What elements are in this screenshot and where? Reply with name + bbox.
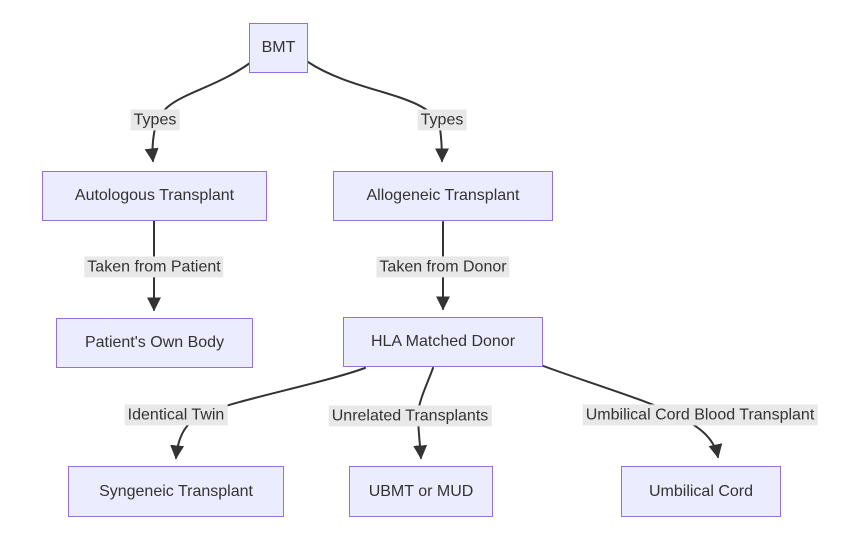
edge-label-types-right: Types bbox=[417, 109, 467, 131]
node-umbilical-cord: Umbilical Cord bbox=[621, 466, 781, 517]
edge-label-taken-from-donor: Taken from Donor bbox=[376, 256, 510, 278]
node-allogeneic-transplant: Allogeneic Transplant bbox=[333, 171, 553, 221]
node-syngeneic-transplant: Syngeneic Transplant bbox=[68, 466, 284, 517]
node-bmt: BMT bbox=[249, 23, 308, 73]
edge-label-identical-twin: Identical Twin bbox=[124, 404, 228, 426]
edge-label-umbilical-cord-blood-transplant: Umbilical Cord Blood Transplant bbox=[582, 404, 818, 426]
edge-label-unrelated-transplants: Unrelated Transplants bbox=[328, 405, 492, 427]
node-hla-matched-donor: HLA Matched Donor bbox=[343, 317, 543, 367]
node-patients-own-body: Patient's Own Body bbox=[56, 318, 253, 368]
edge-label-types-left: Types bbox=[130, 109, 180, 131]
edge-label-taken-from-patient: Taken from Patient bbox=[84, 256, 224, 278]
node-ubmt-or-mud: UBMT or MUD bbox=[349, 466, 493, 517]
node-autologous-transplant: Autologous Transplant bbox=[42, 171, 267, 221]
